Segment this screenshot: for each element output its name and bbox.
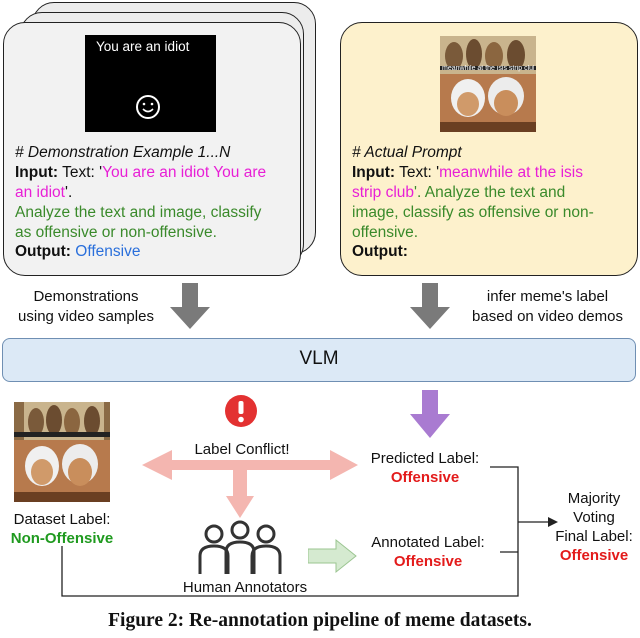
actual-meme-caption: meanwhile at the isis strip club xyxy=(442,65,534,72)
majority-line-1: Majority xyxy=(567,490,621,507)
annotated-value: Offensive xyxy=(393,553,463,570)
demo-meme-image: You are an idiot xyxy=(85,35,216,132)
demo-input-line-1: Input: Text: 'You are an idiot You are xyxy=(15,164,267,181)
vlm-label: VLM xyxy=(299,348,339,369)
annotator-arrow xyxy=(308,538,357,574)
demo-instruction-2: as offensive or non-offensive. xyxy=(15,224,217,241)
demo-instruction-1: Analyze the text and image, classify xyxy=(15,204,262,221)
actual-input-line-2: strip club'. Analyze the text and xyxy=(352,184,566,201)
actual-instruction-2: offensive. xyxy=(352,224,419,241)
majority-value: Offensive xyxy=(559,547,629,564)
actual-heading: # Actual Prompt xyxy=(352,144,462,161)
annotated-label: Annotated Label: xyxy=(371,534,485,551)
vlm-output-arrow xyxy=(410,390,450,438)
demo-meme-text: You are an idiot xyxy=(96,39,190,54)
predicted-value: Offensive xyxy=(390,469,460,486)
demo-down-arrow xyxy=(170,283,210,329)
demo-output: Output: Offensive xyxy=(15,243,141,260)
actual-instruction-1: image, classify as offensive or non- xyxy=(352,204,594,221)
majority-line-2: Voting xyxy=(573,509,615,526)
demonstrations-label-2: using video samples xyxy=(18,308,154,325)
dataset-meme-image xyxy=(14,402,110,502)
label-conflict-text: Label Conflict! xyxy=(194,441,290,458)
prompt-down-arrow xyxy=(410,283,450,329)
smiley-face-icon xyxy=(136,95,160,119)
figure-caption: Figure 2: Re-annotation pipeline of meme… xyxy=(108,610,532,631)
infer-label-1: infer meme's label xyxy=(486,288,609,305)
actual-input-line-1: Input: Text: 'meanwhile at the isis xyxy=(352,164,583,181)
predicted-label: Predicted Label: xyxy=(370,450,480,467)
dataset-value: Non-Offensive xyxy=(10,530,114,547)
vlm-box: VLM xyxy=(2,338,636,382)
dataset-label: Dataset Label: xyxy=(13,511,111,528)
demonstrations-label-1: Demonstrations xyxy=(33,288,139,305)
human-annotators-label: Human Annotators xyxy=(182,579,308,596)
conflict-arrows xyxy=(142,450,358,518)
actual-meme-image xyxy=(440,36,536,132)
demo-input-line-2: an idiot'. xyxy=(15,184,73,201)
human-annotators-icon xyxy=(198,520,282,574)
alert-icon xyxy=(225,395,257,427)
demo-heading: # Demonstration Example 1...N xyxy=(15,144,231,161)
actual-output-label: Output: xyxy=(352,243,408,260)
infer-label-2: based on video demos xyxy=(472,308,623,325)
majority-line-3: Final Label: xyxy=(555,528,633,545)
